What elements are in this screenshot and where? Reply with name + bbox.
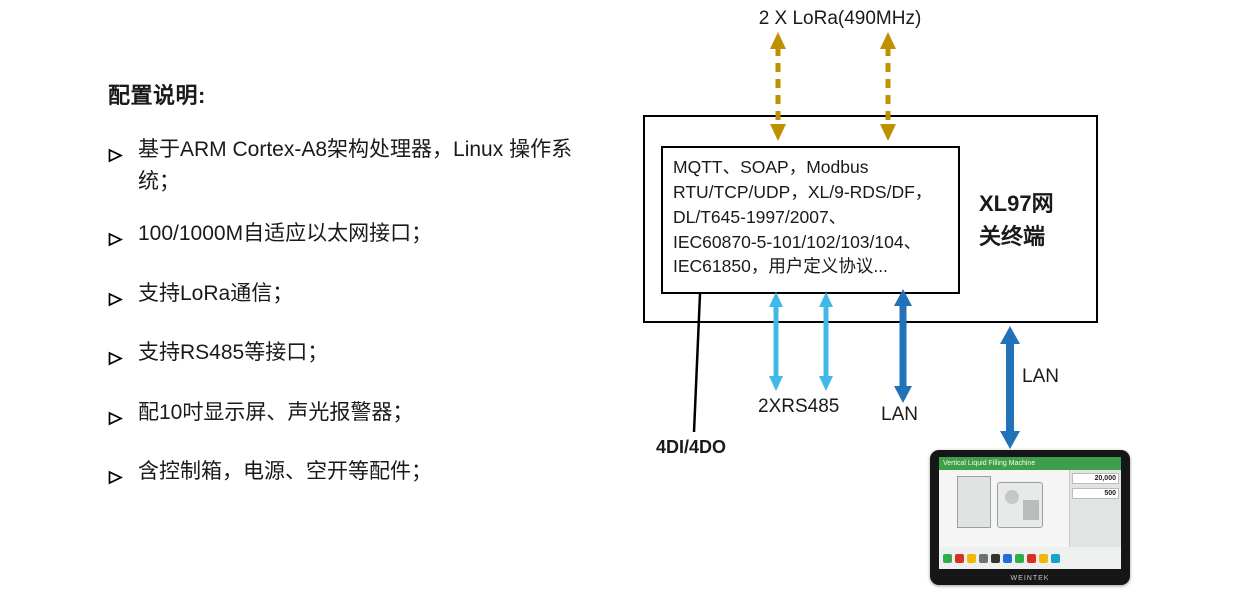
hmi-button-icon [991,553,1000,563]
note-text: 支持LoRa通信； [138,281,294,305]
bullet-arrow-icon [108,225,124,257]
hmi-brand-logo: WEINTEK [1010,575,1050,582]
protocol-box: MQTT、SOAP，Modbus RTU/TCP/UDP，XL/9-RDS/DF… [661,146,960,294]
config-notes: 配置说明: 基于ARM Cortex-A8架构处理器，Linux 操作系统； 1… [108,78,623,516]
hmi-machine-graphic [939,470,1069,547]
notes-title: 配置说明: [108,83,206,108]
note-text: 100/1000M自适应以太网接口； [138,222,433,245]
hmi-side-panel: 20,000 500 [1069,470,1121,547]
lora-label: 2 X LoRa(490MHz) [758,8,922,29]
protocol-line: IEC61850，用户定义协议... [673,256,888,277]
bullet-arrow-icon [108,463,124,495]
note-text: 基于ARM Cortex-A8架构处理器，Linux 操作系统； [138,138,573,193]
hmi-button-icon [1027,553,1036,563]
hmi-button-icon [955,553,964,563]
note-text: 配10吋显示屏、声光报警器； [138,400,414,424]
bullet-arrow-icon [108,344,124,376]
list-item: 基于ARM Cortex-A8架构处理器，Linux 操作系统； [108,134,623,197]
list-item: 100/1000M自适应以太网接口； [108,218,623,257]
bullet-arrow-icon [108,285,124,317]
bullet-arrow-icon [108,141,124,197]
hmi-button-icon [1015,553,1024,563]
hmi-button-icon [943,553,952,563]
hmi-device: Vertical Liquid Filling Machine 20,000 5… [930,450,1130,585]
list-item: 支持RS485等接口； [108,337,623,376]
hmi-screen-body: 20,000 500 [939,470,1121,547]
list-item: 含控制箱，电源、空开等配件； [108,456,623,495]
hmi-button-icon [979,553,988,563]
lan-label-2: LAN [1022,366,1059,387]
lan-arrow-2 [1000,326,1020,449]
hmi-buttons [939,547,1121,569]
machine-cabinet [957,476,991,528]
protocol-line: IEC60870-5-101/102/103/104、 [673,231,922,252]
machine-hopper [1023,500,1039,520]
hmi-value-box: 20,000 [1072,473,1119,484]
list-item: 支持LoRa通信； [108,278,623,317]
gateway-name: XL97网关终端 [979,191,1054,249]
hmi-screen-title: Vertical Liquid Filling Machine [939,457,1121,470]
hmi-button-icon [1051,553,1060,563]
hmi-button-icon [967,553,976,563]
list-item: 配10吋显示屏、声光报警器； [108,397,623,436]
lan-label-1: LAN [881,404,918,425]
bullet-arrow-icon [108,404,124,436]
protocol-line: RTU/TCP/UDP，XL/9-RDS/DF， [673,181,933,202]
protocol-line: MQTT、SOAP，Modbus [673,157,869,177]
machine-roller [1005,490,1019,504]
hmi-screen: Vertical Liquid Filling Machine 20,000 5… [939,457,1121,569]
dio-label: 4DI/4DO [656,437,727,457]
rs485-label: 2XRS485 [758,396,840,417]
protocol-line: DL/T645-1997/2007、 [673,206,847,227]
note-text: 支持RS485等接口； [138,341,329,364]
note-text: 含控制箱，电源、空开等配件； [138,460,432,483]
hmi-button-icon [1039,553,1048,563]
hmi-value-box: 500 [1072,488,1119,499]
hmi-button-icon [1003,553,1012,563]
